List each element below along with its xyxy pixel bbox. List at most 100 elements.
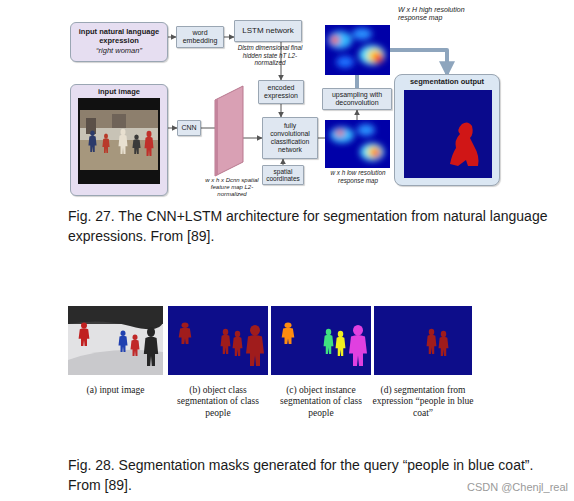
process-box: input image <box>70 84 168 196</box>
subfigure-label: (a) input image <box>68 385 163 396</box>
flow-arrow <box>168 37 176 38</box>
use-shape <box>119 331 128 352</box>
flow-arrow <box>357 50 447 88</box>
path-shape <box>450 122 479 166</box>
ellipse-shape <box>328 31 352 49</box>
input-photo <box>78 98 160 184</box>
subfigure-label: (d) segmentation from expression “people… <box>372 385 474 419</box>
use-shape <box>131 335 140 356</box>
ellipse-shape <box>373 53 383 63</box>
process-box: word embedding <box>176 26 224 48</box>
feature-map-slab <box>215 86 243 176</box>
rect-shape <box>68 306 163 324</box>
g-shape <box>330 124 384 161</box>
rect-shape <box>80 110 158 128</box>
box-label: upsampling with deconvolution <box>325 91 389 107</box>
use-shape <box>88 131 96 152</box>
use-shape <box>336 331 346 356</box>
path-shape <box>68 350 163 375</box>
process-box: LSTM network <box>234 20 302 42</box>
use-shape <box>233 331 243 356</box>
ellipse-shape <box>359 45 385 65</box>
expression-segmentation-mask <box>374 306 472 375</box>
ellipse-shape <box>352 28 372 40</box>
rect-shape <box>68 306 163 375</box>
ellipse-shape <box>331 36 339 44</box>
flow-arrow <box>168 128 177 129</box>
photo-snow-scene <box>68 306 163 375</box>
ellipse-shape <box>367 146 381 158</box>
box-label: encoded expression <box>261 84 301 100</box>
use-shape <box>144 327 158 366</box>
box-label: word embedding <box>179 29 221 45</box>
rect-shape <box>80 110 158 170</box>
box-label: segmentation output <box>410 78 484 87</box>
low-res-response-map <box>325 120 390 168</box>
rect-shape <box>404 90 492 178</box>
rect-shape <box>78 98 160 184</box>
box-label: input natural language expression <box>73 28 165 45</box>
segmentation-output-mask <box>404 90 492 178</box>
box-label: LSTM network <box>242 26 294 35</box>
process-box: upsampling with deconvolution <box>322 88 392 110</box>
rect-shape <box>374 306 472 375</box>
subfigure-label: (b) object class segmentation of class p… <box>168 385 268 419</box>
box-label: input image <box>98 88 140 97</box>
process-box: CNN <box>177 120 201 136</box>
g-shape <box>328 28 385 68</box>
rect-shape <box>112 114 126 128</box>
use-shape <box>145 131 154 156</box>
polygon-shape <box>215 86 243 176</box>
use-shape <box>102 134 109 154</box>
box-sublabel: “right woman” <box>96 47 142 56</box>
watermark: CSDN @Chenjl_real <box>418 481 568 494</box>
flow-arrow <box>318 110 357 138</box>
annotation-text: Dlstm dimensional final hidden state hT … <box>232 44 308 67</box>
rect-shape <box>325 120 390 168</box>
ellipse-shape <box>336 130 344 136</box>
annotation-text: w x h x Dcnn spatial feature map L2-norm… <box>202 177 262 199</box>
flow-arrow <box>283 159 284 165</box>
figure-caption: Fig. 27. The CNN+LSTM architecture for s… <box>68 207 548 246</box>
use-shape <box>119 129 128 154</box>
process-box: spatial coordinates <box>262 165 304 185</box>
ellipse-shape <box>357 124 375 136</box>
ellipse-shape <box>372 149 380 157</box>
use-shape <box>324 329 334 354</box>
use-shape <box>132 135 140 155</box>
use-shape <box>179 323 192 344</box>
flow-arrow <box>281 104 282 117</box>
instance-segmentation-mask <box>271 306 371 375</box>
annotation-text: W x H high resolution response map <box>398 6 490 23</box>
box-label: spatial coordinates <box>265 168 301 183</box>
ellipse-shape <box>367 49 383 63</box>
high-res-response-map <box>325 25 390 75</box>
box-label: fully convolutional classification netwo… <box>265 122 315 153</box>
ellipse-shape <box>336 56 354 68</box>
flow-arrow <box>201 128 262 138</box>
flow-arrow <box>224 37 234 38</box>
polygon-shape <box>215 99 218 176</box>
annotation-text: w x h low resolution response map <box>320 169 396 184</box>
process-box: segmentation output <box>394 74 500 186</box>
use-shape <box>349 325 367 366</box>
subfigure-label: (c) object instance segmentation of clas… <box>271 385 371 419</box>
use-shape <box>221 329 231 354</box>
ellipse-shape <box>330 127 354 143</box>
rect-shape <box>325 25 390 75</box>
box-label: CNN <box>181 124 196 132</box>
process-box: encoded expression <box>258 80 304 104</box>
ellipse-shape <box>360 143 384 161</box>
rect-shape <box>86 118 96 134</box>
process-box: input natural language expression “right … <box>70 22 168 62</box>
rect-shape <box>80 140 158 170</box>
use-shape <box>246 325 264 366</box>
process-box: fully convolutional classification netwo… <box>262 117 318 159</box>
use-shape <box>439 331 449 356</box>
use-shape <box>79 323 90 346</box>
rect-shape <box>271 306 371 375</box>
